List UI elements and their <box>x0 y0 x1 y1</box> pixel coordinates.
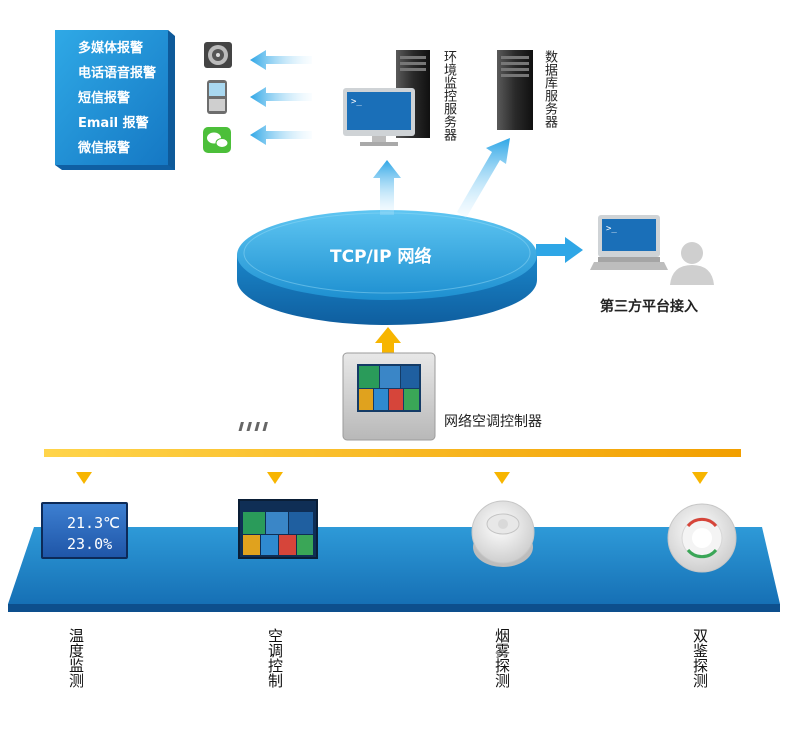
controller-to-network-arrow <box>375 327 401 356</box>
device-label-ac-control: 空调控制 <box>266 628 284 688</box>
network-to-third-party-arrow <box>536 237 583 263</box>
speaker-icon <box>204 42 232 68</box>
humidity-reading: 23.0% <box>67 535 113 553</box>
bus-drop-arrows <box>76 472 708 484</box>
device-bus-line <box>44 449 741 457</box>
network-to-database-arrow <box>457 138 510 218</box>
ac-control-panel-device <box>238 499 318 559</box>
alarm-item-wechat: 微信报警 <box>78 141 131 156</box>
controller-label: 网络空调控制器 <box>444 414 542 430</box>
temperature-reading: 21.3℃ <box>67 514 120 532</box>
device-label-dual: 双鉴探测 <box>691 628 709 688</box>
alarm-methods-box <box>55 30 175 170</box>
alarm-item-sms: 短信报警 <box>78 91 131 106</box>
svg-text:>_: >_ <box>606 224 617 234</box>
network-cloud <box>237 210 537 325</box>
smoke-detector-device <box>471 500 535 567</box>
network-label: TCP/IP 网络 <box>330 247 432 267</box>
mobile-phone-icon <box>207 80 227 114</box>
database-server-label: 数据库服务器 <box>542 50 557 128</box>
device-label-smoke: 烟雾探测 <box>493 628 511 688</box>
alarm-arrows <box>250 50 312 145</box>
alarm-item-multimedia: 多媒体报警 <box>78 41 144 56</box>
alarm-item-email: Email 报警 <box>78 116 149 131</box>
wechat-icon <box>203 127 231 153</box>
alarm-item-phone-voice: 电话语音报警 <box>78 66 157 81</box>
user-icon <box>670 242 714 285</box>
monitor-server-icon: >_ <box>343 50 430 146</box>
device-platform <box>8 527 780 612</box>
network-ac-controller-device <box>238 352 436 441</box>
temperature-monitor-device: 21.3℃ 23.0% <box>41 502 128 559</box>
dual-detector-device <box>667 503 737 573</box>
database-server-icon <box>497 50 533 130</box>
monitor-server-label: 环境监控服务器 <box>441 50 456 141</box>
svg-text:>_: >_ <box>351 97 362 107</box>
third-party-label: 第三方平台接入 <box>600 299 698 315</box>
network-to-monitor-arrow <box>373 160 401 215</box>
device-label-temperature: 温度监测 <box>67 628 85 688</box>
computer-icon: >_ <box>590 215 668 270</box>
alarm-methods-list: 多媒体报警 电话语音报警 短信报警 Email 报警 微信报警 <box>78 36 178 161</box>
